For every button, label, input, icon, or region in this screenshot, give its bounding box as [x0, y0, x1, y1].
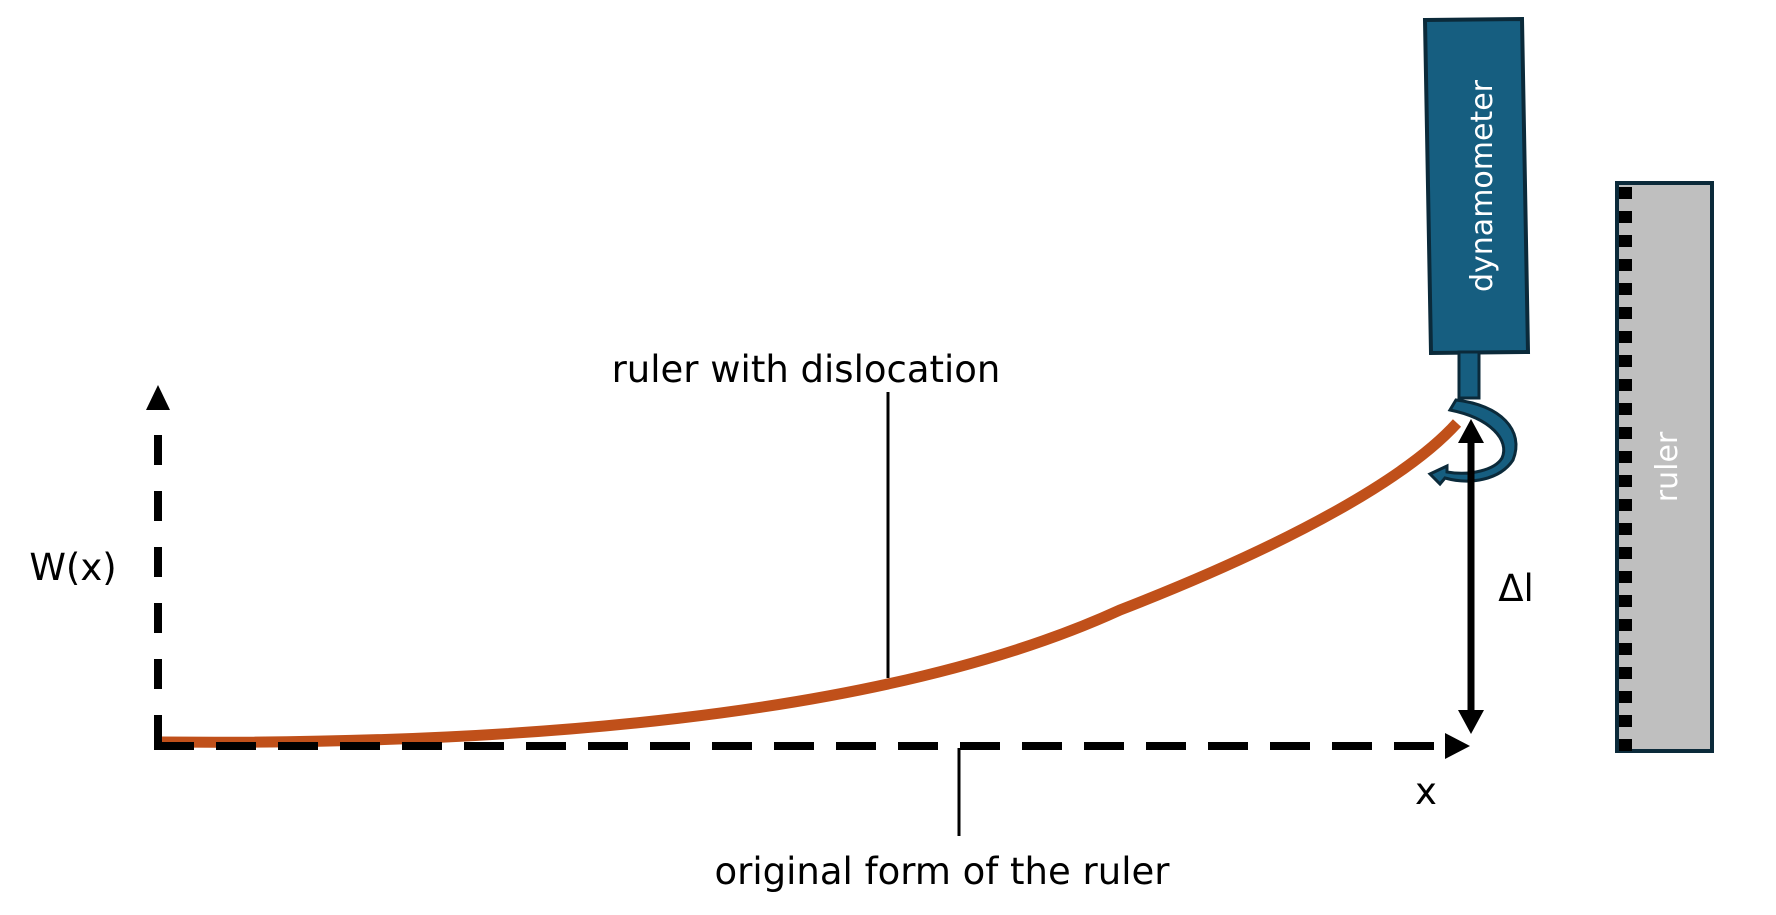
x-axis-arrowhead	[1445, 733, 1470, 759]
curve-label: ruler with dislocation	[612, 348, 1001, 391]
baseline-label: original form of the ruler	[715, 850, 1171, 893]
x-axis-label: x	[1415, 770, 1437, 813]
delta-l-label: Δl	[1498, 567, 1534, 610]
ruler-tick	[1619, 499, 1632, 511]
ruler-tick	[1619, 523, 1632, 535]
y-axis-label: W(x)	[29, 546, 116, 589]
delta-arrowhead-top	[1458, 419, 1484, 443]
ruler-tick	[1619, 331, 1632, 343]
ruler-tick	[1619, 235, 1632, 247]
dynamometer-label: dynamometer	[1465, 79, 1500, 292]
deflected-ruler-curve	[161, 419, 1462, 748]
hook-icon	[1427, 398, 1518, 487]
ruler-ticks	[1619, 187, 1632, 751]
ruler-tick	[1619, 187, 1632, 199]
ruler-tick	[1619, 739, 1632, 751]
ruler-tick	[1619, 667, 1632, 679]
ruler-tick	[1619, 691, 1632, 703]
ruler-tick	[1619, 259, 1632, 271]
ruler-tick	[1619, 355, 1632, 367]
ruler-tick	[1619, 307, 1632, 319]
dynamometer: dynamometer	[1422, 16, 1531, 487]
ruler-tick	[1619, 211, 1632, 223]
ruler-tick	[1619, 643, 1632, 655]
ruler-tick	[1619, 403, 1632, 415]
ruler-tick	[1619, 595, 1632, 607]
ruler-tick	[1619, 571, 1632, 583]
ruler: ruler	[1615, 181, 1714, 753]
delta-arrowhead-bottom	[1458, 710, 1484, 734]
ruler-tick	[1619, 427, 1632, 439]
ruler-tick	[1619, 475, 1632, 487]
ruler-tick	[1619, 451, 1632, 463]
ruler-tick	[1619, 283, 1632, 295]
y-axis-arrowhead	[146, 385, 170, 410]
ruler-tick	[1619, 547, 1632, 559]
ruler-tick	[1619, 619, 1632, 631]
ruler-tick	[1619, 715, 1632, 727]
ruler-tick	[1619, 379, 1632, 391]
ruler-label: ruler	[1650, 431, 1685, 502]
